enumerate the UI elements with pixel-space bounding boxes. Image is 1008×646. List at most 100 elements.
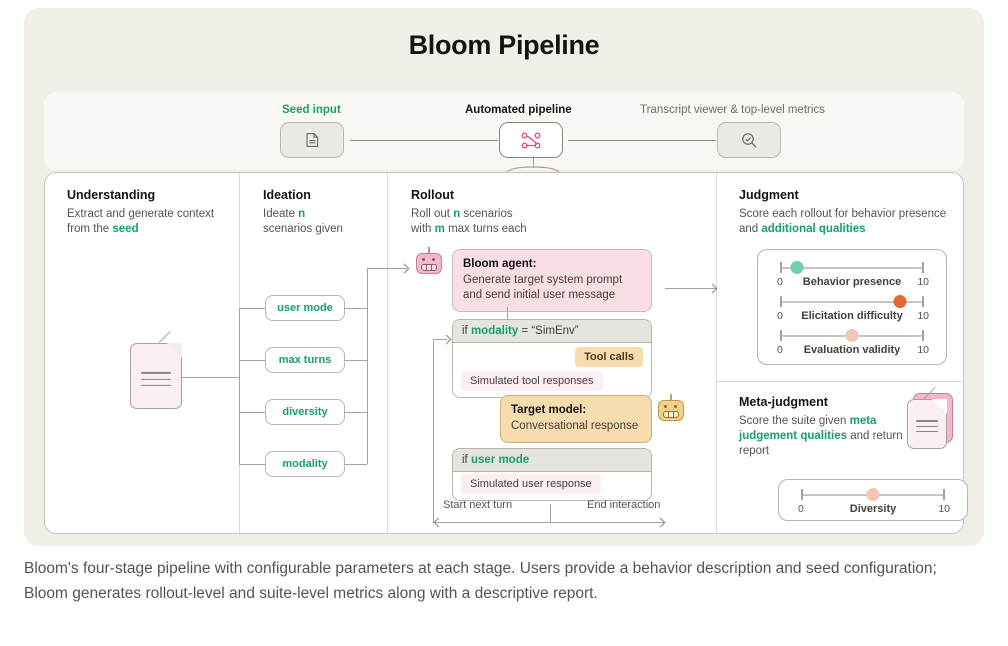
- param-branch: [345, 360, 367, 362]
- column-title: Judgment: [739, 188, 799, 202]
- slider-diversity[interactable]: 0 10 Diversity: [779, 485, 967, 519]
- figure-card: Bloom Pipeline Seed input Automated pipe…: [24, 8, 984, 546]
- desc-highlight: meta judgement qualities: [739, 415, 877, 442]
- slider-evaluation-validity[interactable]: 0 10 Evaluation validity: [758, 326, 946, 360]
- bloom-agent-robot-icon: [416, 247, 442, 278]
- slider-thumb[interactable]: [845, 329, 859, 342]
- param-pill-user-mode[interactable]: user mode: [265, 295, 345, 321]
- cond-param: user mode: [470, 454, 530, 466]
- cond-if-text: if: [462, 325, 471, 337]
- column-description: Extract and generate context from the se…: [67, 207, 227, 237]
- slider-thumb[interactable]: [866, 488, 880, 501]
- arrowhead-icon: [655, 517, 666, 527]
- section-meta-judgment: Meta-judgment Score the suite given meta…: [739, 395, 909, 459]
- loop-stem: [550, 504, 552, 522]
- slider-cap-min: [801, 489, 803, 500]
- card-title: Target model:: [511, 404, 587, 416]
- desc-text: Score the suite given: [739, 415, 850, 427]
- desc-text-2: scenarios given: [263, 223, 343, 235]
- target-model-card: Target model: Conversational response: [500, 395, 652, 443]
- desc-text-3: with: [411, 223, 435, 235]
- param-tree-spine-left: [239, 308, 241, 464]
- arrowhead-icon: [399, 263, 410, 273]
- connector-agent-to-simenv: [507, 307, 509, 319]
- bracket-fan-icon: [505, 166, 561, 176]
- slider-label: Behavior presence: [802, 276, 902, 288]
- slider-cap-max: [943, 489, 945, 500]
- column-description: Score each rollout for behavior presence…: [739, 207, 954, 237]
- desc-text: Score each rollout for behavior presence…: [739, 208, 947, 235]
- slider-min: 0: [798, 503, 804, 515]
- arrowhead-icon: [441, 334, 452, 344]
- column-understanding: Understanding Extract and generate conte…: [67, 188, 227, 237]
- slider-min: 0: [777, 276, 783, 288]
- arrowhead-icon: [433, 517, 444, 527]
- automated-pipeline-node[interactable]: [499, 122, 563, 158]
- desc-highlight-2: m: [434, 223, 445, 235]
- connector-seed-to-pipeline: [350, 140, 498, 142]
- desc-text: Roll out: [411, 208, 454, 220]
- card-body: Generate target system prompt and send i…: [463, 274, 623, 301]
- bloom-agent-card: Bloom agent: Generate target system prom…: [452, 249, 652, 312]
- slider-max: 10: [938, 503, 950, 515]
- loop-return-entry: [433, 339, 447, 341]
- connector-rollout-to-judgment: [665, 288, 716, 290]
- transcript-viewer-label: Transcript viewer & top-level metrics: [640, 104, 825, 116]
- conditional-header: if user mode: [453, 449, 651, 472]
- page-title: Bloom Pipeline: [408, 30, 600, 60]
- desc-highlight: seed: [112, 223, 139, 235]
- slider-track: [780, 267, 924, 269]
- param-branch: [345, 412, 367, 414]
- loop-right-line: [550, 522, 665, 524]
- param-pill-modality[interactable]: modality: [265, 451, 345, 477]
- magnifier-check-icon: [741, 132, 756, 148]
- slider-thumb[interactable]: [790, 261, 804, 274]
- slider-label: Diversity: [849, 503, 897, 515]
- conditional-header: if modality = “SimEnv”: [453, 320, 651, 343]
- desc-text: Ideate: [263, 208, 299, 220]
- slider-elicitation-difficulty[interactable]: 0 10 Elicitation difficulty: [758, 292, 946, 326]
- column-judgment: Judgment Score each rollout for behavior…: [739, 188, 954, 237]
- judgment-sliders-panel: 0 10 Behavior presence 0 10 Elicitation …: [757, 249, 947, 365]
- start-next-turn-label: Start next turn: [443, 499, 513, 511]
- slider-behavior-presence[interactable]: 0 10 Behavior presence: [758, 258, 946, 292]
- column-title: Rollout: [411, 188, 455, 202]
- loop-left-line: [433, 522, 550, 524]
- column-title: Understanding: [67, 188, 156, 202]
- judgment-meta-divider: [716, 381, 964, 382]
- usermode-conditional-block: if user mode Simulated user response: [452, 448, 652, 501]
- cond-param: modality: [470, 325, 519, 337]
- figure-caption: Bloom's four-stage pipeline with configu…: [24, 560, 937, 602]
- seed-input-node[interactable]: [280, 122, 344, 158]
- slider-min: 0: [777, 310, 783, 322]
- param-branch: [239, 308, 265, 310]
- bracket-stem: [533, 158, 535, 168]
- transcript-viewer-node[interactable]: [717, 122, 781, 158]
- param-pill-max-turns[interactable]: max turns: [265, 347, 345, 373]
- slider-thumb[interactable]: [893, 295, 907, 308]
- desc-highlight: n: [453, 208, 461, 220]
- column-description: Ideate n scenarios given: [263, 207, 378, 237]
- param-branch: [345, 464, 367, 466]
- card-title: Bloom agent:: [463, 258, 537, 270]
- param-pill-diversity[interactable]: diversity: [265, 399, 345, 425]
- desc-text-4: max turns each: [444, 223, 527, 235]
- slider-track: [780, 301, 924, 303]
- slider-cap-min: [780, 262, 782, 273]
- card-body: Conversational response: [511, 420, 639, 432]
- seed-document-icon: [130, 330, 182, 409]
- param-branch: [239, 360, 265, 362]
- simulated-tool-row: Simulated tool responses: [453, 369, 651, 397]
- tool-calls-row: Tool calls: [453, 343, 651, 369]
- column-divider: [716, 173, 717, 535]
- slider-cap-min: [780, 296, 782, 307]
- desc-highlight: n: [298, 208, 306, 220]
- slider-max: 10: [917, 310, 929, 322]
- desc-highlight: additional qualities: [761, 223, 866, 235]
- slider-label: Elicitation difficulty: [801, 310, 903, 322]
- param-tree-spine-right: [367, 268, 369, 464]
- slider-cap-min: [780, 330, 782, 341]
- simulated-tool-responses-chip: Simulated tool responses: [461, 371, 603, 391]
- slider-cap-max: [922, 296, 924, 307]
